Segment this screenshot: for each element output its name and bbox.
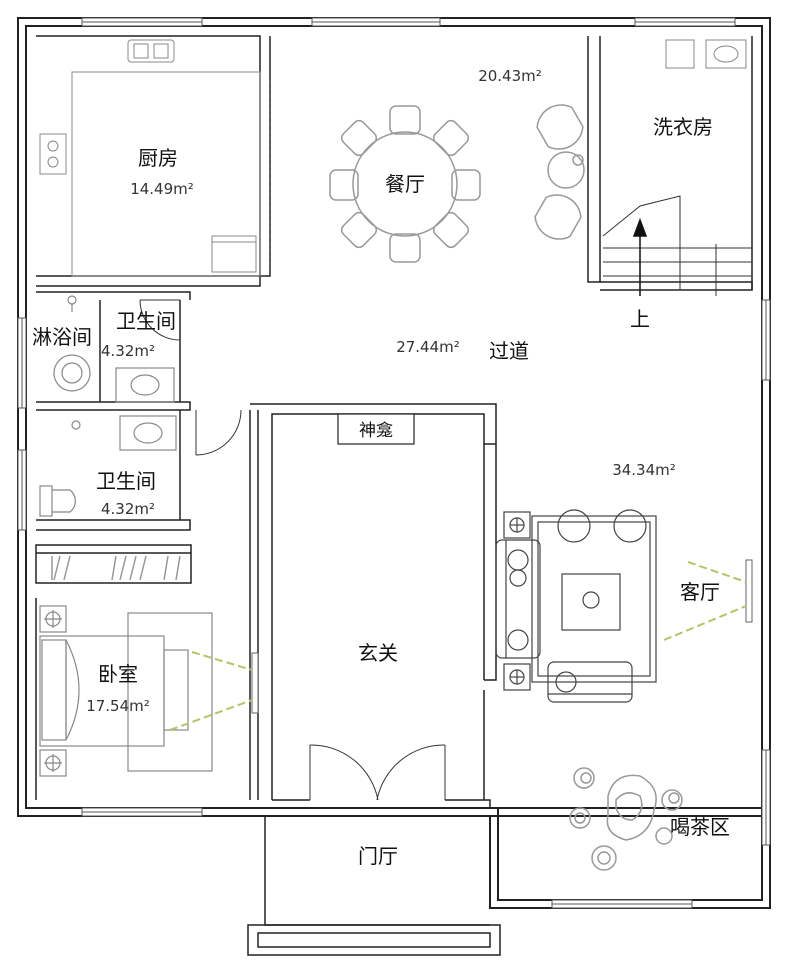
living-sightline	[663, 561, 747, 641]
shrine-name: 神龛	[359, 421, 393, 441]
staircase	[602, 195, 752, 296]
corridor-name: 过道	[489, 339, 529, 363]
laundry-fixtures	[665, 39, 747, 69]
entrance-name: 门厅	[358, 844, 398, 868]
kitchen-fixtures	[39, 39, 261, 277]
room-labels: 厨房 14.49m² 20.43m² 餐厅 洗衣房 上 淋浴间 卫生间 4.32…	[32, 67, 730, 868]
bath2-area: 4.32m²	[101, 500, 155, 518]
living-room-tv	[745, 559, 753, 623]
stair-arrow-icon	[632, 217, 648, 296]
living-room-furniture	[495, 509, 657, 703]
kitchen-name: 厨房	[138, 146, 178, 170]
living-name: 客厅	[680, 580, 720, 604]
stair-direction-label: 上	[630, 307, 650, 331]
bathroom-fixtures	[39, 295, 177, 517]
tea-area-name: 喝茶区	[670, 815, 730, 839]
bath1-name: 卫生间	[116, 309, 176, 333]
bedroom-sightline	[169, 651, 253, 731]
shower-name: 淋浴间	[32, 325, 92, 349]
dining-table	[329, 105, 481, 263]
bedroom-tv	[251, 652, 259, 714]
shrine-cabinet	[337, 413, 415, 445]
bath1-area: 4.32m²	[101, 342, 155, 360]
kitchen-area: 14.49m²	[130, 180, 194, 198]
lounge-chairs	[534, 104, 585, 240]
dining-name: 餐厅	[385, 172, 425, 196]
doors	[139, 80, 446, 801]
bedroom-area: 17.54m²	[86, 697, 150, 715]
windows	[17, 17, 771, 909]
bedroom-name: 卧室	[98, 662, 138, 686]
dining-area: 20.43m²	[478, 67, 542, 85]
bath2-name: 卫生间	[96, 469, 156, 493]
bed	[39, 605, 213, 777]
living-area: 34.34m²	[612, 461, 676, 479]
foyer-name: 玄关	[358, 641, 398, 665]
corridor-area: 27.44m²	[396, 338, 460, 356]
entrance-porch-walls	[247, 816, 501, 956]
tea-area-rockery	[569, 767, 683, 871]
laundry-name: 洗衣房	[653, 115, 713, 139]
closet-hangers	[51, 555, 181, 581]
